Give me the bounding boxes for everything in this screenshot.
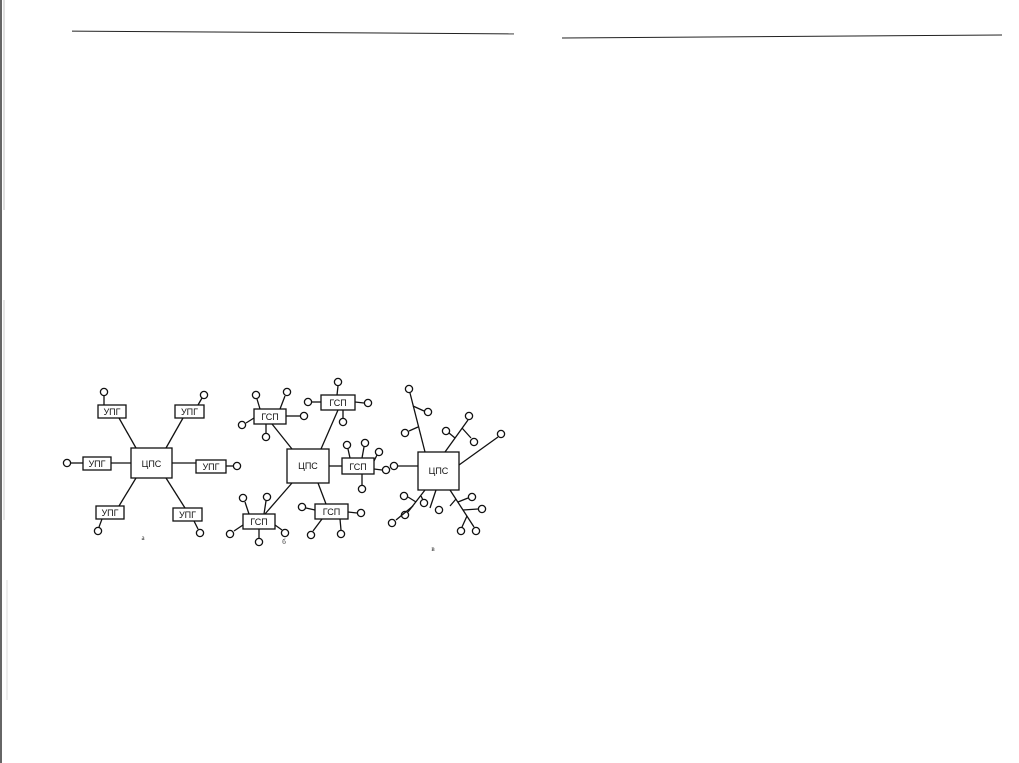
panel-c-central-label: ЦПС (429, 466, 449, 476)
panel-b-central-label: ЦПС (298, 461, 318, 471)
panel-c-central-box (417, 451, 460, 491)
page-binding-edge (0, 0, 9, 763)
panel-c-labels: ЦПС в (429, 466, 449, 553)
panel-b-caption: б (282, 538, 286, 546)
panel-a-node-box (174, 404, 205, 419)
panel-a-node-label: УПГ (101, 508, 118, 518)
panel-a-diagram (62, 387, 242, 538)
panel-a-node-label: УПГ (202, 462, 219, 472)
panel-b-node-label: ГСП (261, 412, 278, 422)
panel-a-node-label: УПГ (181, 407, 198, 417)
panel-a-labels: ЦПС УПГ УПГ УПГ УПГ УПГ УПГ а (88, 407, 219, 542)
panel-a-node-box (172, 507, 203, 522)
panel-b-node-label: ГСП (323, 507, 340, 517)
panel-a-node-box (95, 505, 125, 520)
panel-b-labels: ЦПС ГСП ГСП ГСП ГСП ГСП б (250, 398, 366, 546)
panel-b-node-label: ГСП (250, 517, 267, 527)
panel-a-node-label: УПГ (103, 407, 120, 417)
panel-b-node-label: ГСП (349, 462, 366, 472)
panel-a-central-label: ЦПС (142, 459, 162, 469)
panel-b-node-label: ГСП (329, 398, 346, 408)
panel-a-caption: а (141, 534, 145, 542)
panel-c-caption: в (431, 545, 435, 553)
panel-b-node-box (341, 457, 375, 475)
panel-a-node-label: УПГ (179, 510, 196, 520)
panel-c-diagram (387, 384, 506, 536)
panel-b-diagram (225, 377, 391, 547)
panel-a-node-box (97, 404, 127, 419)
panel-b-node-box (314, 503, 349, 520)
panel-a-node-label: УПГ (88, 459, 105, 469)
